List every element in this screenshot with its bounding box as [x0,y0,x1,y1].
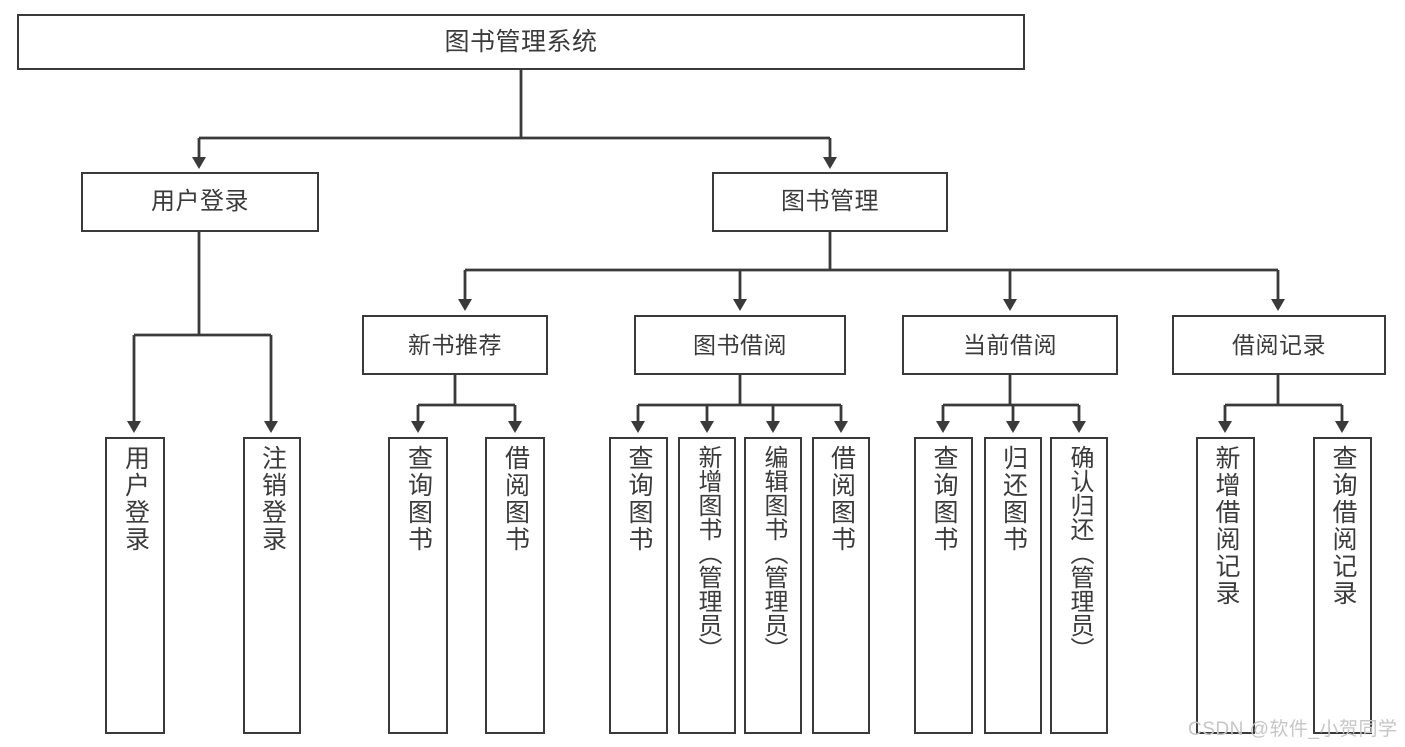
watermark: CSDN @软件_小贺同学 [1188,719,1398,740]
node-book-manage[interactable]: 图书管理 [712,172,948,232]
node-user-login-label: 用户登录 [151,188,249,215]
node-leaf-query-book-1[interactable]: 查询图书 [388,437,448,734]
node-leaf-query-book-2[interactable]: 查询图书 [609,437,668,734]
node-leaf-borrow-book-1-label: 借阅图书 [501,445,530,553]
node-leaf-borrow-book-2[interactable]: 借阅图书 [812,437,870,734]
node-leaf-logout[interactable]: 注销登录 [243,437,301,734]
node-leaf-logout-label: 注销登录 [258,445,287,553]
node-new-book-recommend-label: 新书推荐 [408,331,502,358]
node-leaf-add-book-admin[interactable]: 新增图书（管理员） [678,437,736,734]
node-borrow-record-label: 借阅记录 [1232,331,1326,358]
node-borrow-record[interactable]: 借阅记录 [1172,315,1386,375]
node-leaf-edit-book-admin[interactable]: 编辑图书（管理员） [744,437,802,734]
node-current-borrow-label: 当前借阅 [963,331,1057,358]
node-user-login[interactable]: 用户登录 [81,172,319,232]
node-book-borrow-label: 图书借阅 [693,331,787,358]
node-leaf-add-borrow-record-label: 新增借阅记录 [1212,445,1240,607]
node-leaf-query-book-1-label: 查询图书 [404,445,433,553]
node-root[interactable]: 图书管理系统 [17,14,1025,70]
node-leaf-user-login-label: 用户登录 [121,445,150,553]
node-current-borrow[interactable]: 当前借阅 [902,315,1118,375]
node-leaf-return-book-label: 归还图书 [999,445,1028,553]
node-leaf-add-book-admin-label: 新增图书（管理员） [693,445,721,661]
node-leaf-edit-book-admin-label: 编辑图书（管理员） [759,445,787,661]
node-root-label: 图书管理系统 [444,27,598,56]
node-leaf-query-book-2-label: 查询图书 [625,445,653,553]
node-book-borrow[interactable]: 图书借阅 [634,315,846,375]
node-leaf-query-book-3-label: 查询图书 [930,445,958,553]
node-leaf-borrow-book-1[interactable]: 借阅图书 [485,437,545,734]
node-leaf-query-borrow-record-label: 查询借阅记录 [1329,445,1357,607]
node-leaf-user-login[interactable]: 用户登录 [105,437,165,734]
node-leaf-confirm-return-admin-label: 确认归还（管理员） [1065,445,1093,661]
node-book-manage-label: 图书管理 [781,188,879,215]
node-leaf-add-borrow-record[interactable]: 新增借阅记录 [1196,437,1255,734]
node-leaf-return-book[interactable]: 归还图书 [984,437,1042,734]
node-leaf-query-borrow-record[interactable]: 查询借阅记录 [1313,437,1372,734]
node-new-book-recommend[interactable]: 新书推荐 [362,315,548,375]
node-leaf-query-book-3[interactable]: 查询图书 [914,437,973,734]
node-leaf-confirm-return-admin[interactable]: 确认归还（管理员） [1050,437,1108,734]
node-leaf-borrow-book-2-label: 借阅图书 [827,445,856,553]
